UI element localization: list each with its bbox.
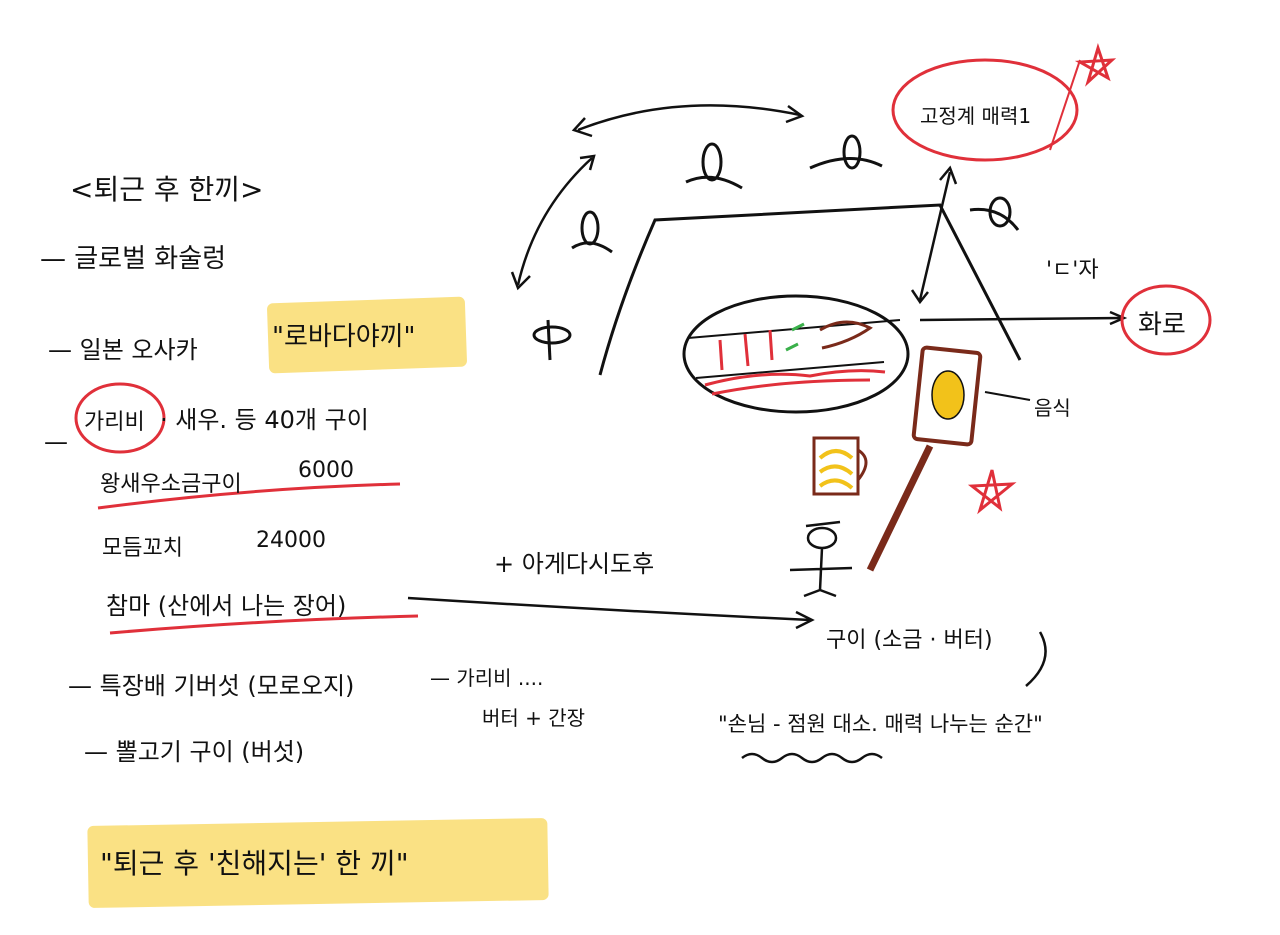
menu-item-1-name: 왕새우소금구이 bbox=[100, 466, 242, 498]
note-line-1: — 글로벌 화술렁 bbox=[40, 238, 226, 275]
note-line-2-prefix: — 일본 오사카 bbox=[48, 330, 198, 365]
paddle-label: 음식 bbox=[1034, 392, 1071, 421]
red-star-paddle-icon bbox=[972, 470, 1012, 510]
quote-note: "손님 - 점원 대소. 매력 나누는 순간" bbox=[718, 708, 1043, 738]
grill-plate bbox=[684, 296, 908, 412]
note-line-4-side-1: — 가리비 .... bbox=[430, 662, 543, 691]
note-line-4-side-2: 버터 + 간장 bbox=[482, 702, 585, 731]
arrow-to-grill bbox=[408, 598, 810, 620]
star-label: 고정계 매력1 bbox=[920, 100, 1031, 129]
menu-item-2-price: 24000 bbox=[256, 528, 326, 553]
arrow-to-star bbox=[920, 172, 950, 300]
note-dash-3: — bbox=[44, 428, 68, 456]
curve-arrow-left bbox=[518, 158, 592, 285]
paddle-drawing bbox=[870, 347, 981, 570]
curve-arrow-top bbox=[578, 105, 800, 130]
bottom-quote: "퇴근 후 '친해지는' 한 끼" bbox=[100, 842, 409, 882]
wavy-underline bbox=[742, 754, 882, 762]
plus-note: + 아게다시도후 bbox=[494, 544, 654, 579]
note-line-5: — 뽈고기 구이 (버섯) bbox=[84, 732, 304, 767]
red-star-top-icon bbox=[1080, 48, 1112, 82]
t-shape-label: 'ㄷ'자 bbox=[1046, 252, 1099, 284]
grill-note: 구이 (소금 · 버터) bbox=[826, 622, 993, 654]
note-line-3-rest: · 새우. 등 40개 구이 bbox=[160, 400, 369, 435]
notes-title: <퇴근 후 한끼> bbox=[70, 168, 264, 208]
note-line-4: — 특장배 기버섯 (모로오지) bbox=[68, 666, 354, 701]
note-line-2-quote: "로바다야끼" bbox=[272, 316, 416, 353]
fire-label: 화로 bbox=[1138, 304, 1186, 341]
grill-food bbox=[705, 330, 885, 394]
staff-figure bbox=[790, 522, 852, 596]
menu-item-1-price: 6000 bbox=[298, 458, 354, 483]
note-line-3-circled: 가리비 bbox=[84, 404, 145, 436]
arrow-to-fire bbox=[920, 318, 1122, 320]
menu-item-3: 참마 (산에서 나는 장어) bbox=[106, 586, 346, 621]
beer-mug-icon bbox=[814, 438, 866, 494]
menu-item-2-name: 모듬꼬치 bbox=[102, 530, 183, 562]
customer-heads bbox=[534, 136, 1018, 360]
